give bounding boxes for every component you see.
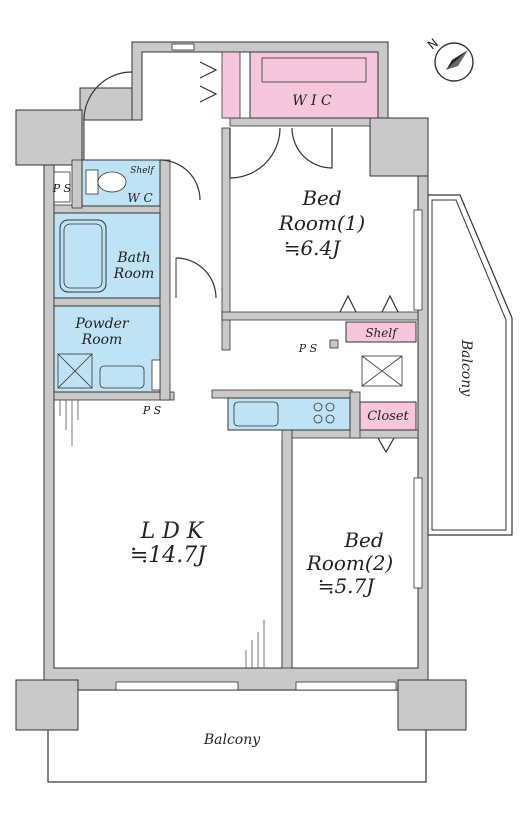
bath-line1: Bath [116,250,150,266]
closet: Closet [359,401,417,454]
shelf-wc-label: Shelf [130,166,155,176]
north-arrow-icon: N [425,36,474,82]
shelf-bed-label: Shelf [365,326,399,340]
bottom-balcony [47,689,427,783]
kitchen [227,397,351,431]
wic: W I C [221,51,379,119]
bedroom-2: Bed Room(2) ≒5.7J [295,477,423,691]
wc-label: W C [127,191,152,205]
balcony-side-label: Balcony [458,339,474,397]
balcony-bottom-label: Balcony [203,732,261,748]
bedroom-1: Bed Room(1) ≒6.4J [229,127,423,313]
entrance [83,43,218,121]
powder-line1: Powder [74,316,130,332]
wic-label: W I C [292,93,332,109]
powder-room: Powder Room P S [53,305,162,417]
bath-room: Bath Room [53,212,217,299]
bed1-name: Bed [301,186,341,210]
ps-mid-label: P S [298,342,318,355]
powder-line2: Room [81,332,123,348]
bath-line2: Room [113,266,155,282]
bed2-name: Bed [343,528,383,552]
bed2-sub: Room(2) [306,551,393,575]
ldk-name: L D K [140,519,205,544]
ldk-size: ≒14.7J [130,543,207,568]
closet-label: Closet [367,409,409,424]
svg-text:N: N [425,36,441,52]
ldk: L D K ≒14.7J [59,400,265,691]
bed1-sub: Room(1) [278,211,365,235]
ps-top-label: P S [52,182,72,195]
bed2-size: ≒5.7J [318,574,376,598]
ps-low-label: P S [142,404,162,417]
wc: W C Shelf P S [52,159,201,207]
bed-shelf: Shelf P S [298,321,417,387]
bed1-size: ≒6.4J [284,236,342,260]
